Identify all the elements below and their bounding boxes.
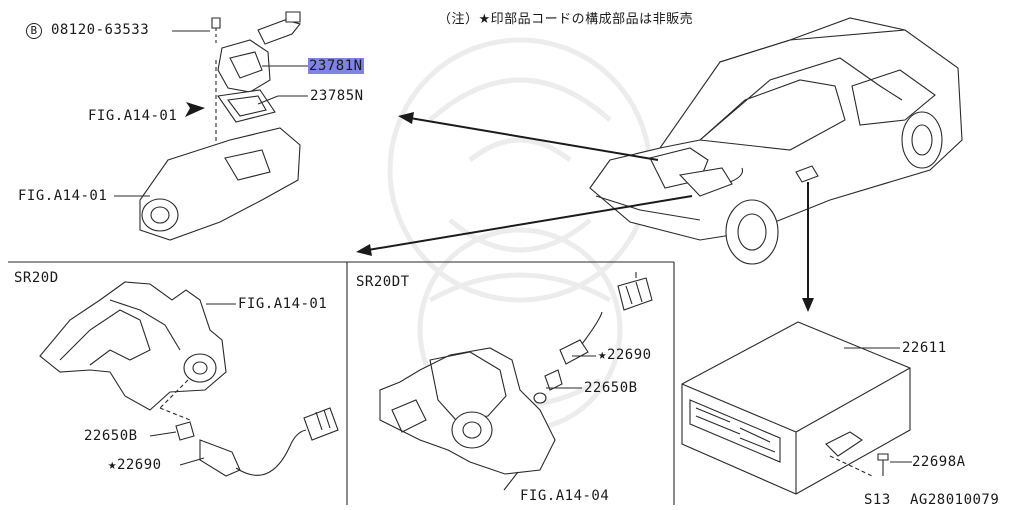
sr20dt-plug-part-number[interactable]: 22650B bbox=[584, 380, 638, 396]
sr20d-sensor-part-number: 22690 bbox=[116, 457, 162, 473]
fig-arrow-icon bbox=[185, 102, 205, 117]
lower-leaders bbox=[149, 303, 912, 491]
gasket-part-number[interactable]: 23785N bbox=[310, 88, 364, 104]
car-drawing bbox=[589, 17, 963, 265]
bolt-label: B 08120-63533 bbox=[26, 22, 149, 39]
star-icon: ★ bbox=[108, 457, 117, 473]
ecu-drawing bbox=[681, 321, 911, 495]
sr20d-title: SR20D bbox=[14, 270, 59, 286]
ecu-part-number[interactable]: 22611 bbox=[902, 340, 947, 356]
section-code: S13 bbox=[864, 492, 891, 508]
throttle-part-number[interactable]: 23781N bbox=[308, 58, 364, 74]
sr20d-plug-part-number[interactable]: 22650B bbox=[84, 428, 138, 444]
fig-link-a14-01-top[interactable]: FIG.A14-01 bbox=[88, 108, 178, 124]
sr20dt-drawing bbox=[379, 272, 653, 475]
fig-link-a14-01-manifold[interactable]: FIG.A14-01 bbox=[18, 188, 108, 204]
illustration-code: AG28010079 bbox=[910, 492, 1000, 508]
sr20dt-sensor-part-number: 22690 bbox=[606, 347, 652, 363]
sr20dt-sensor-label[interactable]: ★22690 bbox=[598, 347, 652, 363]
throttle-chamber-drawing bbox=[139, 11, 301, 241]
fig-link-sr20d[interactable]: FIG.A14-01 bbox=[238, 296, 328, 312]
section-frame bbox=[8, 261, 675, 505]
star-icon: ★ bbox=[598, 347, 607, 363]
pointer-arrows bbox=[356, 112, 814, 312]
screw-part-number[interactable]: 22698A bbox=[912, 454, 966, 470]
circled-b-icon: B bbox=[26, 23, 42, 39]
sr20d-drawing bbox=[39, 281, 339, 477]
sr20d-sensor-label[interactable]: ★22690 bbox=[108, 457, 162, 473]
top-left-leaders bbox=[114, 30, 308, 197]
sr20dt-title: SR20DT bbox=[356, 274, 410, 290]
bolt-part-number[interactable]: 08120-63533 bbox=[50, 22, 150, 38]
note-text: （注）★印部品コードの構成部品は非販売 bbox=[438, 12, 694, 27]
fig-link-a14-04[interactable]: FIG.A14-04 bbox=[520, 488, 610, 504]
